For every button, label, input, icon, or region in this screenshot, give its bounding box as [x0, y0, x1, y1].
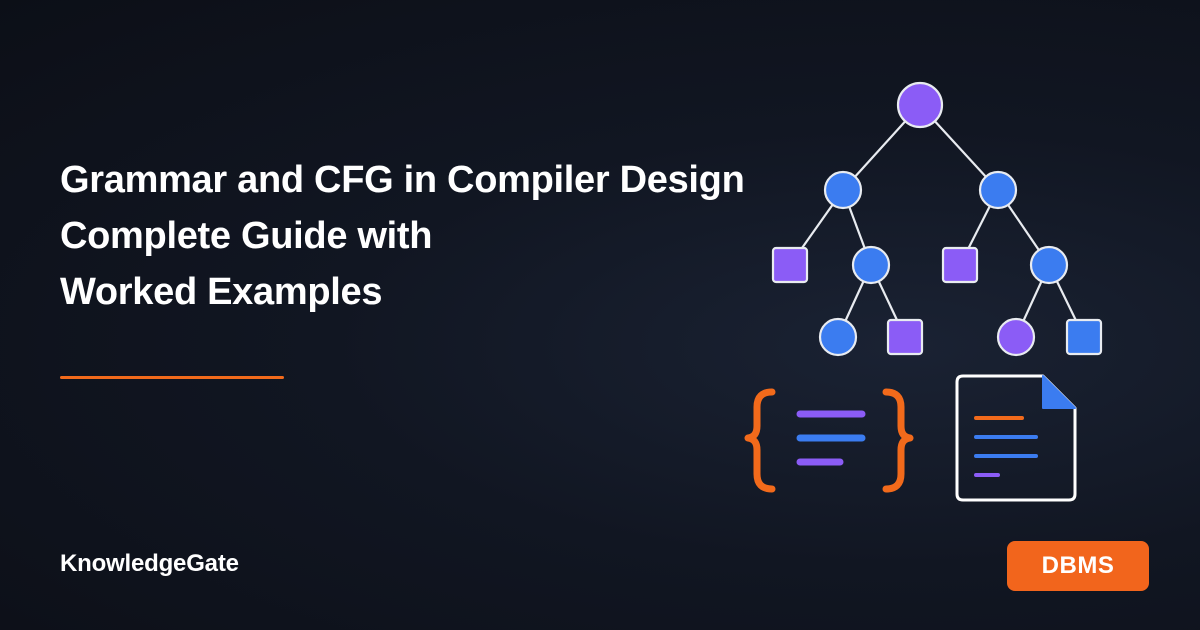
tree-node: [996, 317, 1036, 357]
parse-tree-icon: [789, 104, 1085, 338]
tree-leaf: [771, 246, 809, 284]
tree-node: [978, 170, 1018, 210]
tree-leaf: [886, 318, 924, 356]
title-line-1: Grammar and CFG in Compiler Design: [60, 159, 745, 201]
tree-node: [1029, 245, 1069, 285]
title-line-3: Worked Examples: [60, 271, 383, 313]
tree-node: [818, 317, 858, 357]
article-title: Grammar and CFG in Compiler Design Compl…: [60, 152, 820, 320]
brand-name: KnowledgeGate: [60, 550, 239, 577]
title-line-2: Complete Guide with: [60, 215, 433, 257]
tree-node: [851, 245, 891, 285]
tree-node: [823, 170, 863, 210]
tree-leaf: [941, 246, 979, 284]
document-icon: [955, 374, 1077, 502]
title-underline: [60, 376, 284, 379]
category-badge: DBMS: [1007, 541, 1149, 591]
code-braces-icon: [744, 388, 914, 493]
tree-root-node: [896, 81, 944, 129]
tree-leaf: [1065, 318, 1103, 356]
